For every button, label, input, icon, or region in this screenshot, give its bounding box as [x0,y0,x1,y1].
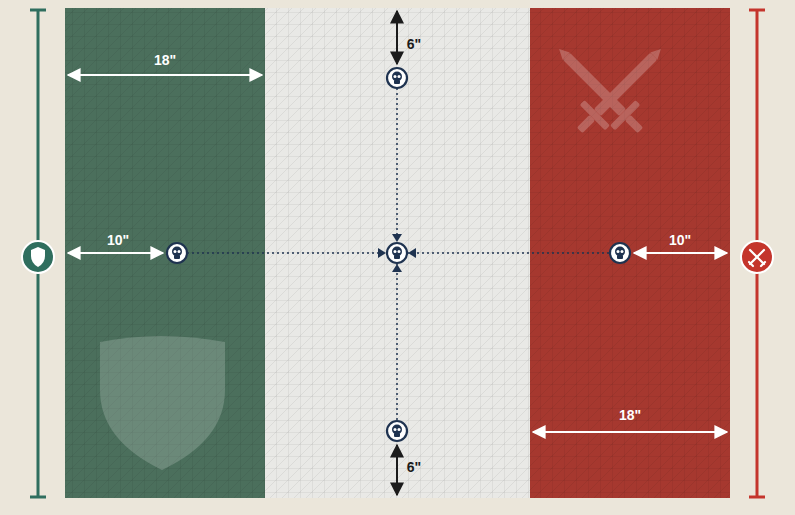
swords-watermark [546,36,673,143]
dimension-arrow [533,431,727,433]
dimension-arrow [634,252,727,254]
dimension-arrow [68,74,262,76]
objective-marker [167,243,187,263]
dimension-arrow [68,252,163,254]
dimension-arrow [396,445,398,495]
dimension-label: 10" [107,233,129,247]
objective-marker [387,68,407,88]
objective-marker [387,421,407,441]
dimension-label: 18" [154,53,176,67]
objective-marker [387,243,407,263]
objective-marker [610,243,630,263]
attacker-bar [741,10,773,497]
dimension-label: 6" [407,460,421,474]
defender-bar [22,10,54,497]
dimension-label: 6" [407,37,421,51]
dimension-label: 10" [669,233,691,247]
center-marker [378,234,416,272]
dimension-label: 18" [619,408,641,422]
board-grid [65,8,730,498]
dimension-arrow [396,11,398,64]
shield-watermark [100,336,225,470]
